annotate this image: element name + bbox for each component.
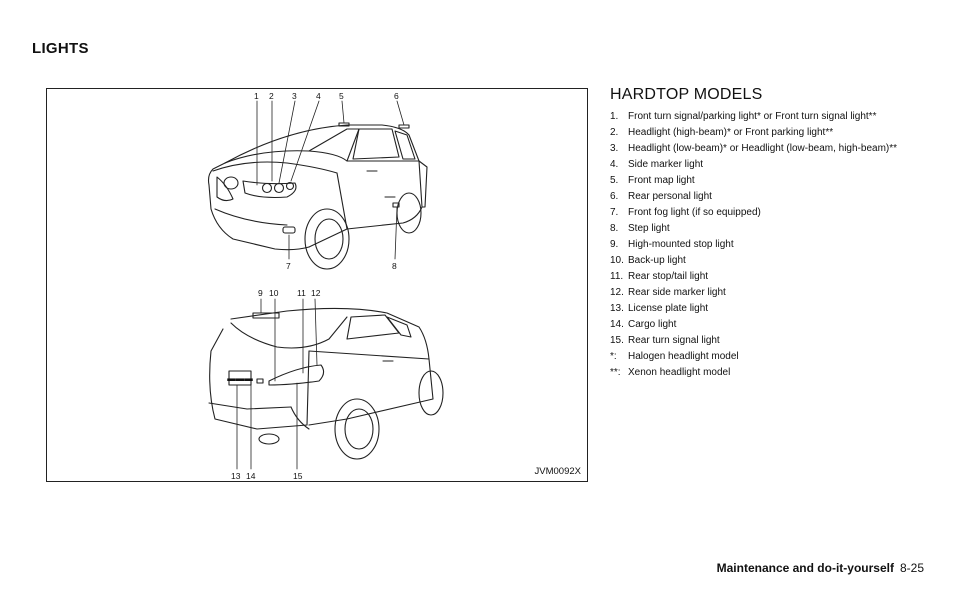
callout-8: 8 bbox=[392, 261, 397, 271]
callout-6: 6 bbox=[394, 91, 399, 101]
callout-4: 4 bbox=[316, 91, 321, 101]
footer-section-name: Maintenance and do-it-yourself bbox=[716, 561, 894, 575]
callout-7: 7 bbox=[286, 261, 291, 271]
page-number: 8-25 bbox=[899, 561, 924, 575]
vehicle-illustration: ▬▬▬ bbox=[207, 91, 444, 481]
svg-text:▬▬▬: ▬▬▬ bbox=[227, 373, 253, 383]
page-footer: Maintenance and do-it-yourself 8-25 bbox=[717, 561, 924, 575]
list-item: 11.Rear stop/tail light bbox=[610, 271, 709, 282]
list-item: 3.Headlight (low-beam)* or Headlight (lo… bbox=[610, 143, 898, 154]
rear-callouts: 9 10 11 12 13 14 15 bbox=[231, 288, 321, 481]
list-item: 4.Side marker light bbox=[610, 159, 704, 170]
list-item: **:Xenon headlight model bbox=[610, 367, 731, 378]
callout-14: 14 bbox=[246, 471, 256, 481]
list-item: 9.High-mounted stop light bbox=[610, 239, 734, 250]
callout-13: 13 bbox=[231, 471, 241, 481]
list-item: 2.Headlight (high-beam)* or Front parkin… bbox=[610, 127, 834, 138]
vehicle-lights-figure: ▬▬▬ bbox=[46, 88, 588, 482]
lights-list: 1.Front turn signal/parking light* or Fr… bbox=[610, 110, 910, 382]
list-item: 15.Rear turn signal light bbox=[610, 335, 720, 346]
list-item: 14.Cargo light bbox=[610, 319, 677, 330]
list-item: 8.Step light bbox=[610, 223, 670, 234]
callout-11: 11 bbox=[297, 288, 306, 298]
list-item: 6.Rear personal light bbox=[610, 191, 712, 202]
list-item: 7.Front fog light (if so equipped) bbox=[610, 207, 761, 218]
list-item: *:Halogen headlight model bbox=[610, 351, 739, 362]
list-item: 10.Back-up light bbox=[610, 255, 686, 266]
front-callouts: 1 2 3 4 5 6 7 8 bbox=[254, 91, 399, 271]
list-item: 1.Front turn signal/parking light* or Fr… bbox=[610, 111, 877, 122]
section-title: HARDTOP MODELS bbox=[610, 86, 763, 103]
figure-code: JVM0092X bbox=[534, 466, 581, 477]
list-item: 13.License plate light bbox=[610, 303, 709, 314]
callout-5: 5 bbox=[339, 91, 344, 101]
callout-1: 1 bbox=[254, 91, 259, 101]
callout-12: 12 bbox=[311, 288, 321, 298]
list-item: 12.Rear side marker light bbox=[610, 287, 726, 298]
callout-2: 2 bbox=[269, 91, 274, 101]
callout-3: 3 bbox=[292, 91, 297, 101]
page-heading: LIGHTS bbox=[32, 40, 89, 57]
callout-15: 15 bbox=[293, 471, 303, 481]
callout-9: 9 bbox=[258, 288, 263, 298]
list-item: 5.Front map light bbox=[610, 175, 695, 186]
callout-10: 10 bbox=[269, 288, 279, 298]
